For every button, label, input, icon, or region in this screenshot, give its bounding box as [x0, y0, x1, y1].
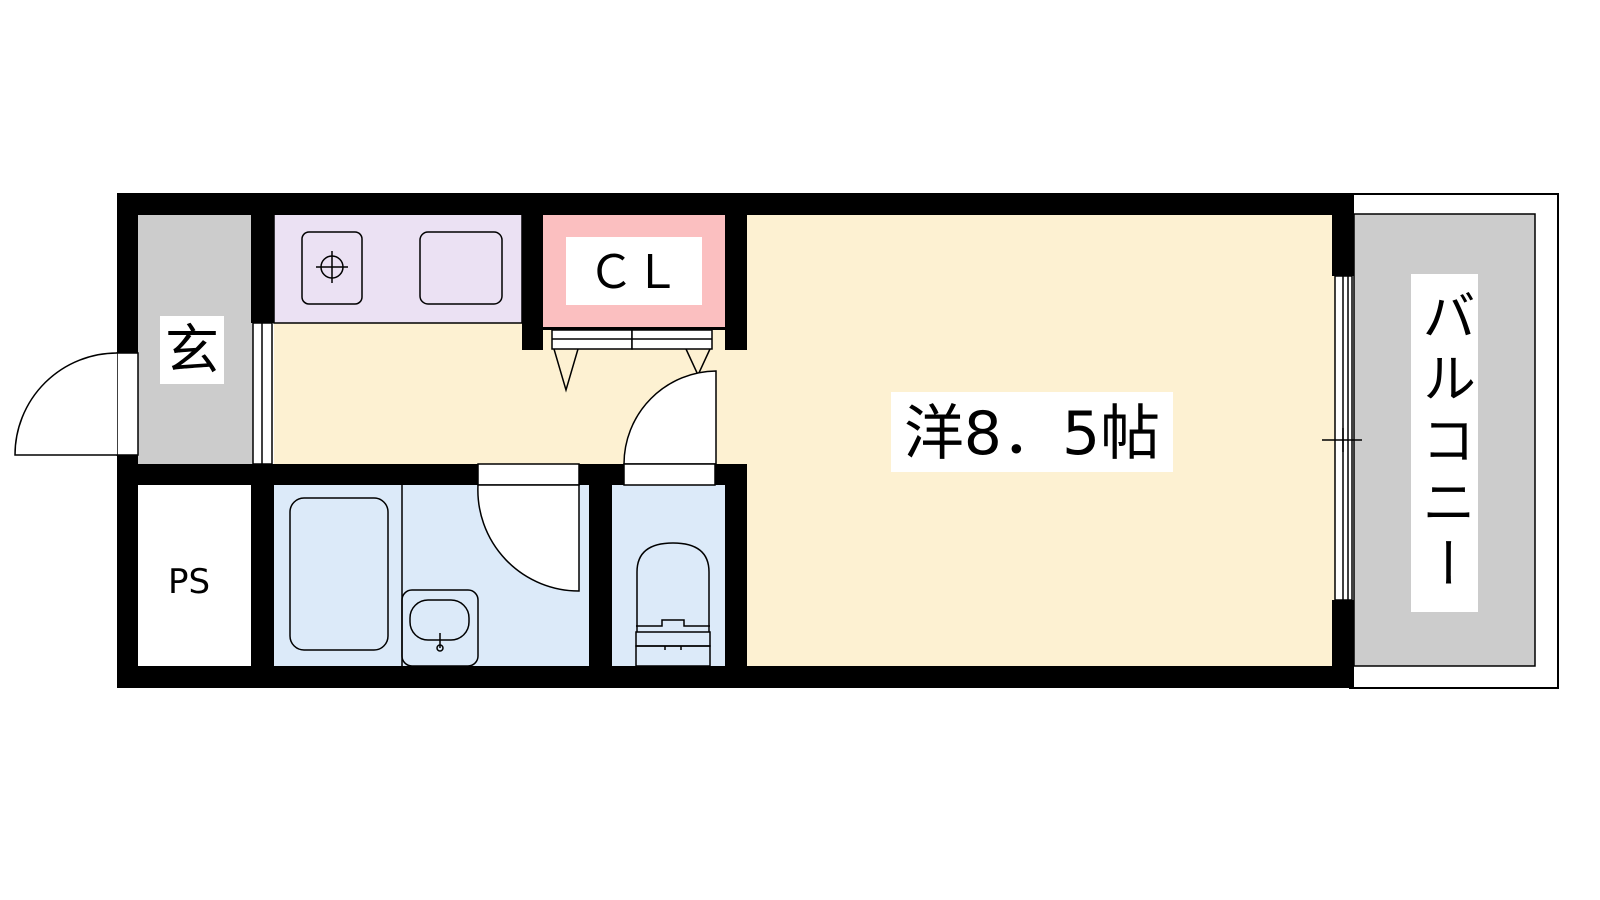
balcony-label-bg: [1411, 274, 1478, 612]
kitchen-counter: [273, 213, 523, 324]
kitchen-window: [252, 322, 273, 465]
washbasin: [401, 589, 479, 667]
sink: [419, 231, 503, 305]
balcony-label: バルコニー: [1413, 288, 1476, 598]
entrance-label: 玄: [165, 319, 219, 382]
toilet-door: [623, 370, 717, 486]
entrance-label-bg: [160, 316, 224, 384]
closet-doors: [551, 329, 713, 393]
room-label: 洋8．5帖: [904, 399, 1160, 469]
bathtub: [289, 497, 389, 651]
closet-label: ＣＬ: [588, 245, 680, 299]
room-label-bg: [891, 392, 1173, 472]
toilet-floor: [612, 485, 725, 666]
bathroom-door: [477, 463, 580, 592]
toilet: [635, 542, 711, 667]
ps-floor: [138, 485, 252, 666]
balcony-window: [1322, 275, 1362, 601]
walls: [117, 193, 1354, 688]
closet-label-bg: [566, 237, 702, 305]
stove: [301, 231, 363, 305]
ps-label: PS: [168, 562, 210, 602]
entrance-door: [14, 352, 139, 456]
